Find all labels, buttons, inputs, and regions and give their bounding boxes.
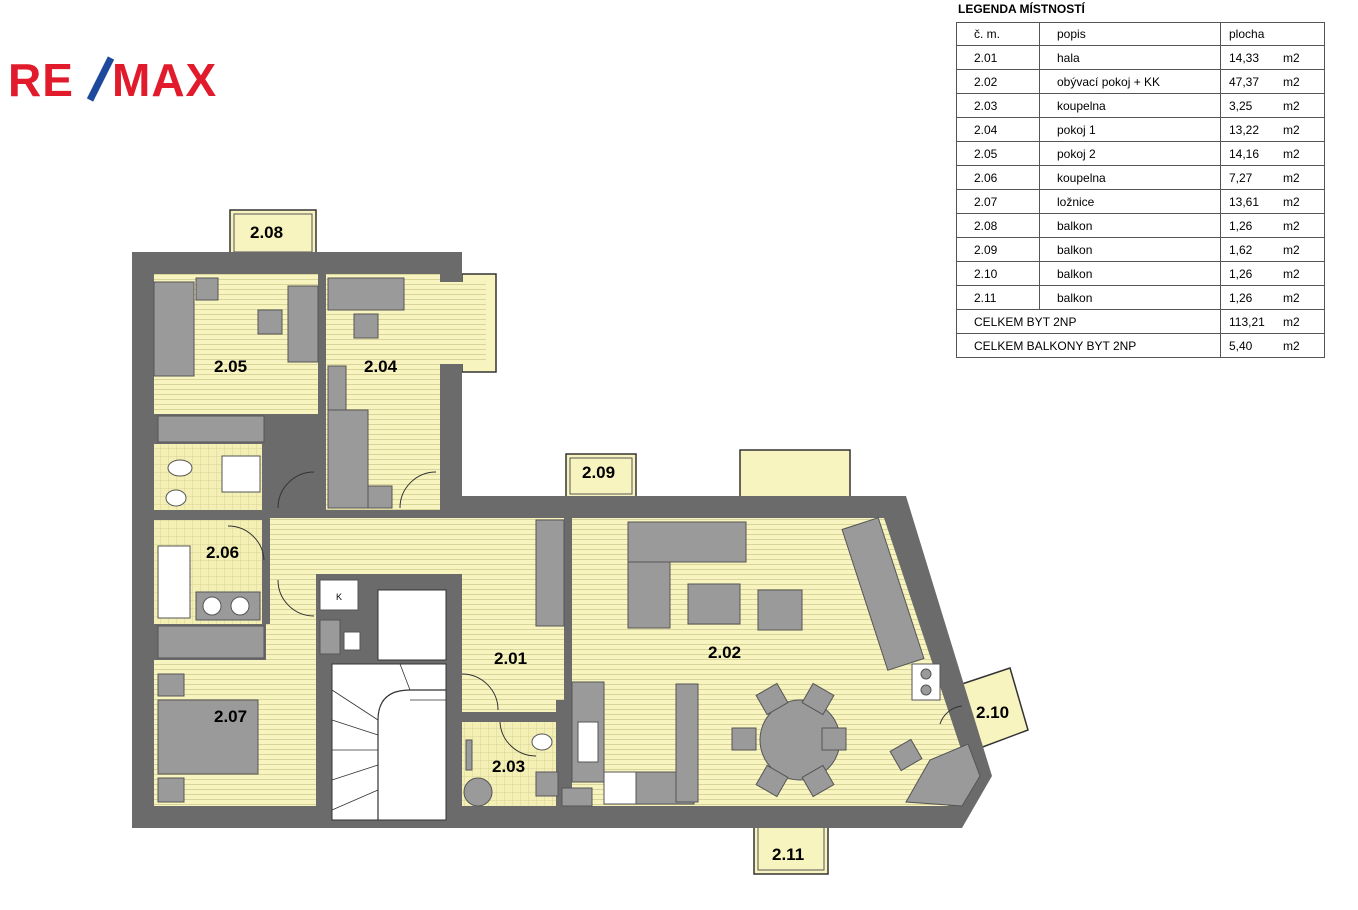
room-label-2-09: 2.09	[582, 463, 615, 482]
remax-logo: RE MAX	[8, 56, 217, 102]
legend-cell-area: 3,25	[1220, 93, 1281, 118]
legend-title: LEGENDA MÍSTNOSTÍ	[958, 2, 1085, 16]
svg-text:MAX: MAX	[112, 56, 217, 102]
room-label-2-10: 2.10	[976, 703, 1009, 722]
legend-cell-unit: m2	[1281, 45, 1325, 70]
balcony-2-09	[565, 453, 637, 499]
legend-cell-description: obývací pokoj + KK	[1039, 69, 1221, 94]
legend-cell-area: 1,26	[1220, 261, 1281, 286]
room-label-2-07: 2.07	[214, 707, 247, 726]
legend-cell-area: 47,37	[1220, 69, 1281, 94]
room-labels: 2.08 2.05 2.04 2.09 2.06 2.01 2.02 2.07 …	[206, 223, 1009, 864]
legend-header-number: č. m.	[956, 22, 1040, 46]
legend-cell-unit: m2	[1281, 165, 1325, 190]
legend-cell-unit: m2	[1281, 237, 1325, 262]
door-swings	[227, 471, 963, 757]
legend-cell-description: koupelna	[1039, 165, 1221, 190]
legend-cell-description: pokoj 1	[1039, 117, 1221, 142]
legend-cell-number: 2.07	[956, 189, 1040, 214]
legend-cell-unit: m2	[1281, 69, 1325, 94]
room-label-2-01: 2.01	[494, 649, 527, 668]
legend-cell-number: 2.03	[956, 93, 1040, 118]
legend-total-area: 5,40	[1220, 333, 1281, 358]
legend-cell-description: koupelna	[1039, 93, 1221, 118]
legend-cell-unit: m2	[1281, 261, 1325, 286]
legend-cell-area: 13,22	[1220, 117, 1281, 142]
room-label-2-08: 2.08	[250, 223, 283, 242]
room-label-2-06: 2.06	[206, 543, 239, 562]
legend-cell-number: 2.05	[956, 141, 1040, 166]
legend-cell-number: 2.06	[956, 165, 1040, 190]
legend-cell-description: ložnice	[1039, 189, 1221, 214]
kitchen-fixture-k-label: K	[336, 592, 342, 602]
room-label-2-11: 2.11	[772, 845, 804, 864]
balcony-top-2-02	[739, 449, 851, 499]
legend-cell-unit: m2	[1281, 189, 1325, 214]
legend-cell-number: 2.01	[956, 45, 1040, 70]
room-label-2-04: 2.04	[364, 357, 398, 376]
furniture	[153, 277, 981, 807]
room-label-2-03: 2.03	[492, 757, 525, 776]
legend-cell-area: 7,27	[1220, 165, 1281, 190]
legend-total-unit: m2	[1281, 309, 1325, 334]
legend-total-unit: m2	[1281, 333, 1325, 358]
room-label-2-05: 2.05	[214, 357, 247, 376]
legend-cell-description: balkon	[1039, 237, 1221, 262]
room-label-2-02: 2.02	[708, 643, 741, 662]
legend-cell-unit: m2	[1281, 285, 1325, 310]
legend-cell-area: 13,61	[1220, 189, 1281, 214]
legend-header-description: popis	[1039, 22, 1221, 46]
staircase	[331, 589, 447, 821]
legend-total-label: CELKEM BALKONY BYT 2NP	[956, 333, 1221, 358]
legend-header-row: č. m. popis plocha	[956, 22, 1325, 46]
legend-cell-unit: m2	[1281, 213, 1325, 238]
svg-text:RE: RE	[8, 56, 74, 102]
